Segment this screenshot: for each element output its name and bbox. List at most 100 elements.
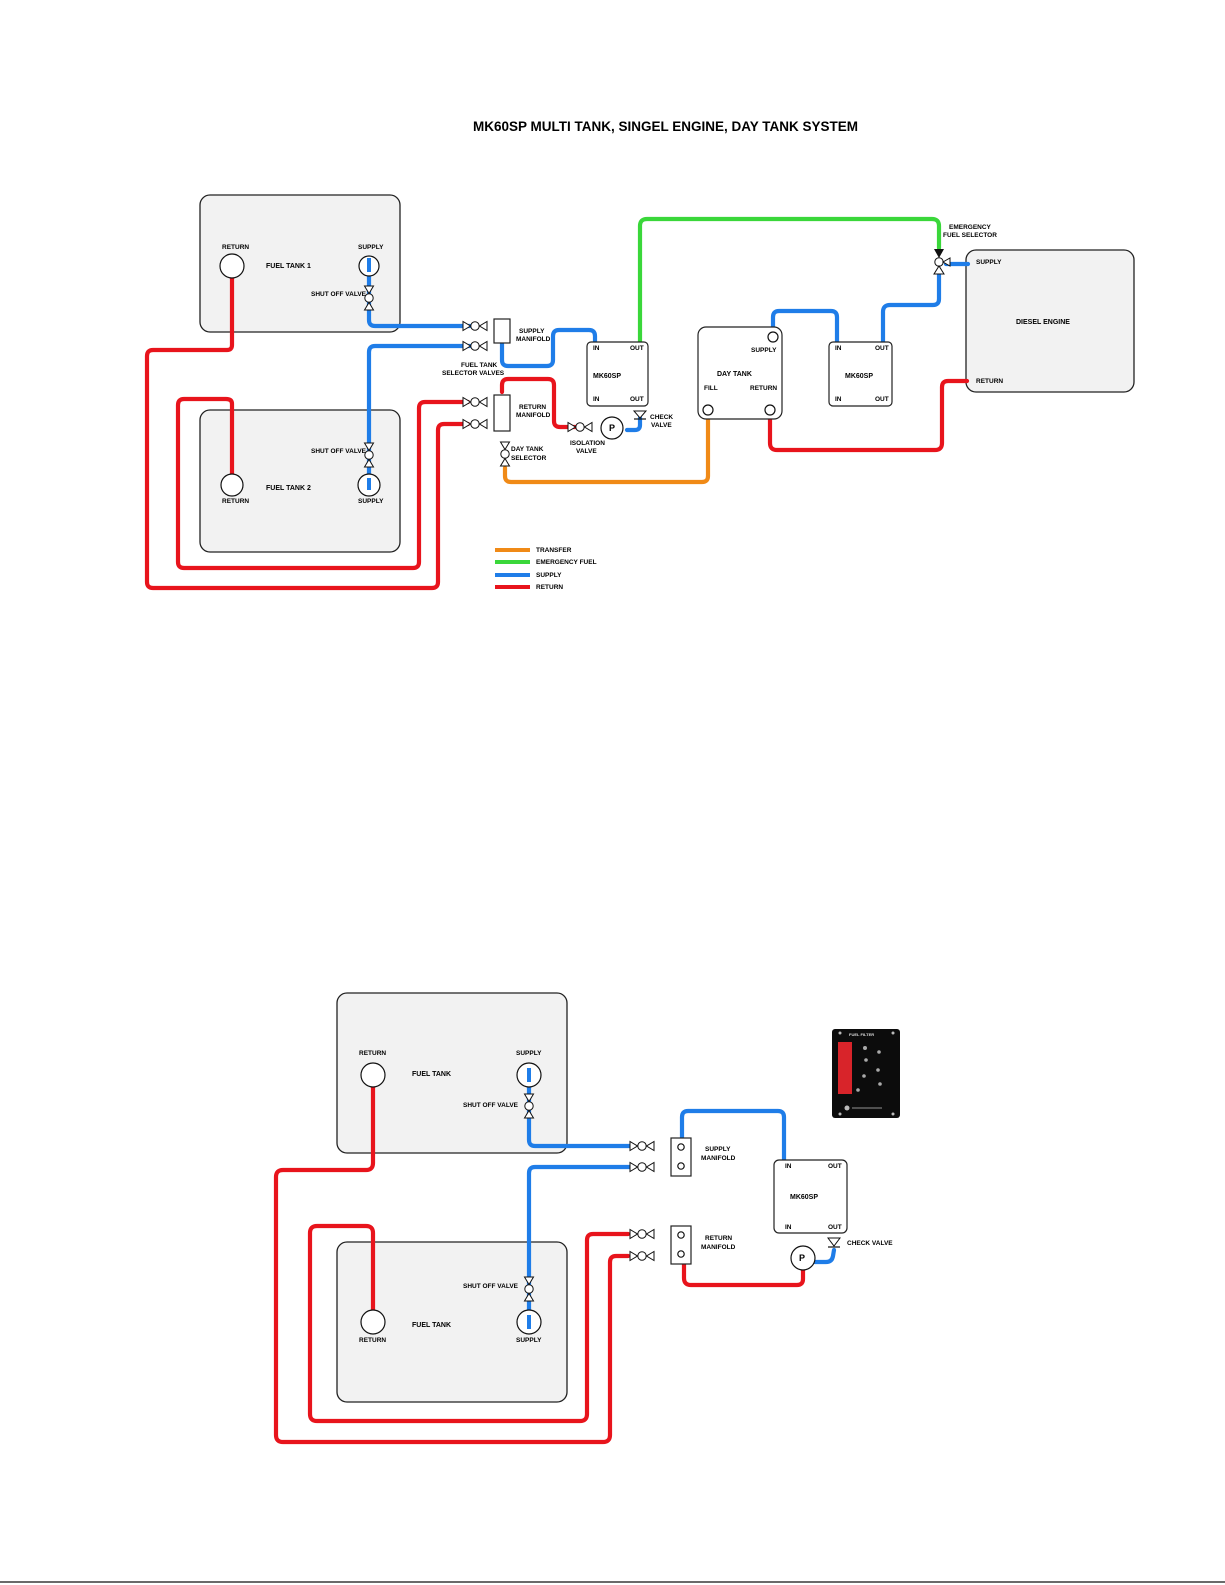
bottom-supply-pipe-tank1 — [526, 1073, 633, 1149]
tank2-shut-off-label: SHUT OFF VALVE — [311, 448, 367, 455]
mk60sp2-in-top: IN — [835, 345, 842, 352]
selector-valves-label-2: SELECTOR VALVES — [442, 370, 505, 377]
emergency-selector-label-1: EMERGENCY — [949, 224, 992, 231]
emergency-selector-label-2: FUEL SELECTOR — [943, 232, 997, 239]
bottom-supply-valve-1[interactable] — [629, 1141, 655, 1151]
isolation-valve-label-1: ISOLATION — [570, 440, 605, 447]
return-manifold-label-2: MANIFOLD — [516, 412, 551, 419]
selector-valves-label-1: FUEL TANK — [461, 362, 498, 369]
bottom-fuel-tank-2-label: FUEL TANK — [412, 1322, 451, 1329]
day-tank-selector-label-1: DAY TANK — [511, 446, 544, 453]
emergency-fuel-selector[interactable] — [933, 249, 951, 275]
bottom-supply-pipe-tank2 — [526, 1164, 633, 1325]
bottom-supply-valve-2[interactable] — [629, 1162, 655, 1172]
mk60sp-filter-1 — [586, 341, 649, 407]
day-tank-fill-port — [702, 404, 714, 416]
return-valve-tank1[interactable] — [462, 419, 488, 429]
bottom-supply-pipes — [526, 1073, 837, 1325]
transfer-pump — [600, 416, 624, 440]
bottom-pump-label: P — [799, 1253, 805, 1263]
diagram-title: MK60SP MULTI TANK, SINGEL ENGINE, DAY TA… — [473, 119, 858, 134]
tank1-shut-off-label: SHUT OFF VALVE — [311, 291, 367, 298]
check-valve-label-1: CHECK — [650, 414, 673, 421]
legend-return: RETURN — [536, 584, 563, 591]
supply-pipe-tank2 — [366, 343, 473, 481]
transfer-pipe — [502, 409, 711, 485]
fuel-tank-1-label: FUEL TANK 1 — [266, 263, 311, 270]
emergency-fuel-pipe — [637, 216, 942, 345]
bottom-tank2-shut-off-label: SHUT OFF VALVE — [463, 1283, 519, 1290]
return-pipe-day-tank-engine — [767, 378, 970, 453]
day-tank-selector-label-2: SELECTOR — [511, 455, 547, 462]
bottom-check-valve-label: CHECK VALVE — [847, 1240, 893, 1247]
supply-pipe-day-tank-mk60 — [770, 308, 840, 345]
bottom-fuel-tank-2 — [336, 1241, 568, 1403]
diesel-engine-box — [965, 249, 1135, 393]
bottom-return-valve-2[interactable] — [629, 1251, 655, 1261]
day-tank-fill-label: FILL — [704, 385, 718, 392]
top-return-pipes — [144, 261, 970, 591]
day-tank-label: DAY TANK — [717, 371, 752, 378]
tank1-return-label: RETURN — [222, 244, 249, 251]
fuel-filter-panel: FUEL FILTER — [832, 1029, 900, 1118]
mk60sp2-label: MK60SP — [845, 373, 873, 380]
return-valve-tank2[interactable] — [462, 397, 488, 407]
bottom-supply-pipe-pump-check — [812, 1247, 837, 1265]
bottom-tank1-shut-off-label: SHUT OFF VALVE — [463, 1102, 519, 1109]
day-tank-selector-valve[interactable] — [500, 441, 510, 467]
mk60sp1-out-top: OUT — [630, 345, 644, 352]
bottom-mk60sp-out-top: OUT — [828, 1163, 842, 1170]
bottom-supply-manifold-label-1: SUPPLY — [705, 1146, 731, 1153]
tank2-return-port — [220, 473, 244, 497]
bottom-return-pipe-manifold-pump — [681, 1261, 806, 1288]
legend: TRANSFER EMERGENCY FUEL SUPPLY RETURN — [495, 547, 597, 591]
day-tank-return-label: RETURN — [750, 385, 777, 392]
return-pipe-tank1 — [144, 261, 471, 591]
return-manifold-label-1: RETURN — [519, 404, 546, 411]
return-manifold — [493, 394, 511, 432]
bottom-return-manifold — [670, 1225, 692, 1265]
isolation-valve-label-2: VALVE — [576, 448, 597, 455]
bottom-return-pipes — [273, 1073, 806, 1445]
supply-pipe-manifold-mk60 — [499, 327, 598, 369]
supply-pipe-mk60-engine — [880, 272, 942, 345]
pump-label: P — [609, 423, 615, 433]
check-valve-top — [632, 410, 648, 419]
panel-title: FUEL FILTER — [849, 1032, 874, 1037]
bottom-return-pipe-tank1 — [273, 1073, 631, 1445]
fuel-tank-2-label: FUEL TANK 2 — [266, 485, 311, 492]
bottom-return-pipe-tank2 — [307, 1223, 631, 1424]
bottom-mk60sp-in-bottom: IN — [785, 1224, 792, 1231]
bottom-return-valve-1[interactable] — [629, 1229, 655, 1239]
supply-pipe-pump-check — [624, 415, 643, 433]
return-pipe-manifold-pump — [499, 376, 583, 430]
return-pipe-tank2 — [175, 396, 471, 571]
bottom-tank1-return-label: RETURN — [359, 1050, 386, 1057]
legend-transfer: TRANSFER — [536, 547, 572, 554]
bottom-tank1-supply-label: SUPPLY — [516, 1050, 542, 1057]
check-valve-label-2: VALVE — [651, 422, 672, 429]
engine-return-label: RETURN — [976, 378, 1003, 385]
bottom-mk60sp-out-bottom: OUT — [828, 1224, 842, 1231]
bottom-supply-pipe-manifold-mk60 — [679, 1108, 787, 1163]
selector-valve-tank1-supply[interactable] — [462, 321, 488, 331]
bottom-tank2-return-label: RETURN — [359, 1337, 386, 1344]
top-supply-pipes — [366, 261, 971, 481]
bottom-return-manifold-label-1: RETURN — [705, 1235, 732, 1242]
day-tank — [697, 326, 783, 420]
fuel-tank-2 — [199, 409, 401, 553]
tank1-return-port — [219, 253, 245, 279]
bottom-supply-manifold — [670, 1137, 692, 1177]
bottom-fuel-tank-1 — [336, 992, 568, 1154]
isolation-valve[interactable] — [567, 422, 593, 432]
supply-manifold-label-2: MANIFOLD — [516, 336, 551, 343]
bottom-tank2-return-port — [360, 1309, 386, 1335]
day-tank-supply-label: SUPPLY — [751, 347, 777, 354]
supply-manifold-label-1: SUPPLY — [519, 328, 545, 335]
supply-manifold — [493, 318, 511, 344]
bottom-check-valve — [827, 1237, 841, 1247]
selector-valve-tank2-supply[interactable] — [462, 341, 488, 351]
mk60sp2-out-top: OUT — [875, 345, 889, 352]
diesel-engine-label: DIESEL ENGINE — [1016, 319, 1070, 326]
